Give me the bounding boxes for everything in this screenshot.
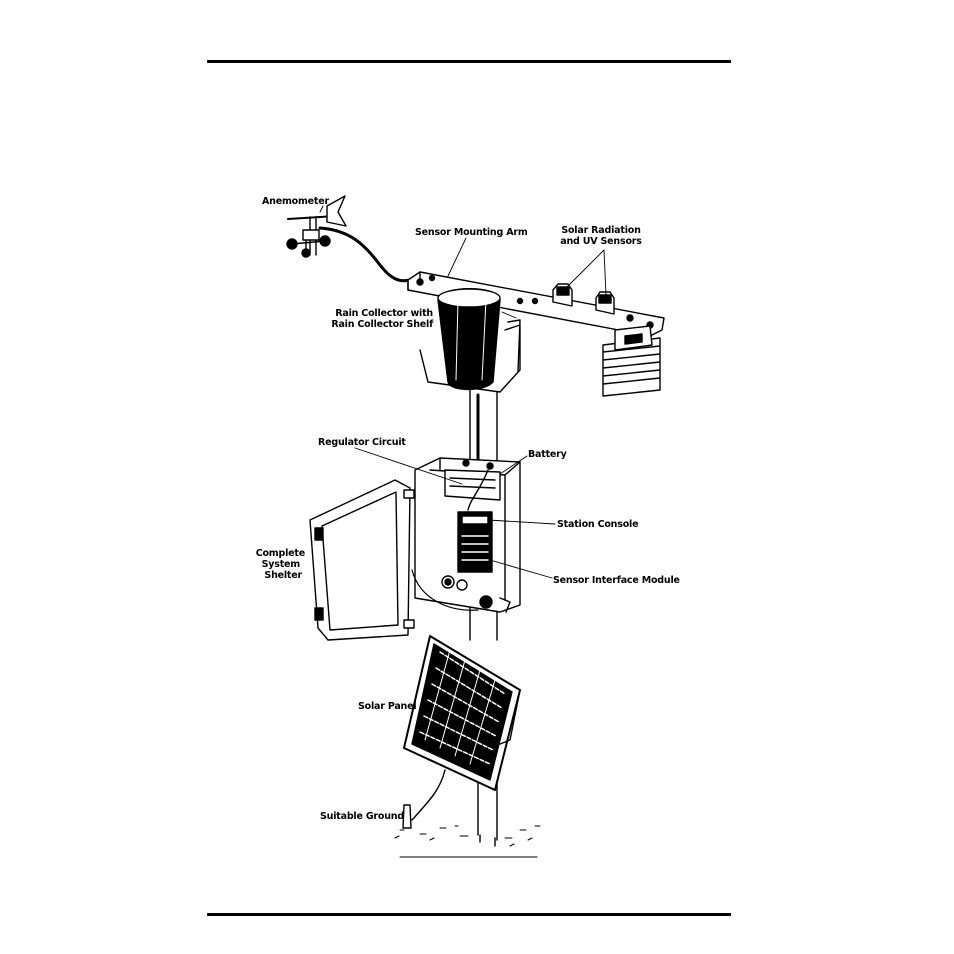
label-shelter-line1: Complete xyxy=(255,548,305,559)
label-solar-radiation-line2: and UV Sensors xyxy=(560,236,642,247)
label-shelter-line3: Shelter xyxy=(264,570,302,581)
top-rule xyxy=(207,60,731,63)
label-solar-panel: Solar Panel xyxy=(358,701,417,712)
label-sensor-interface-module: Sensor Interface Module xyxy=(553,575,680,586)
label-solar-radiation-line1: Solar Radiation xyxy=(561,225,641,236)
label-sensor-mounting-arm: Sensor Mounting Arm xyxy=(415,227,528,238)
solar-panel-device xyxy=(402,635,521,829)
ground-texture xyxy=(394,825,541,847)
label-suitable-ground: Suitable Ground xyxy=(320,811,404,822)
bottom-rule xyxy=(207,913,731,916)
label-battery: Battery xyxy=(528,449,567,460)
label-regulator-circuit: Regulator Circuit xyxy=(318,437,406,448)
label-rain-collector-line2: Rain Collector Shelf xyxy=(331,319,433,330)
mast xyxy=(469,379,498,847)
label-station-console: Station Console xyxy=(557,519,639,530)
label-anemometer: Anemometer xyxy=(262,196,329,207)
label-shelter-line2: System xyxy=(261,559,301,570)
shelter-box xyxy=(309,457,521,641)
leader-lines xyxy=(319,205,607,579)
label-rain-collector-line1: Rain Collector with xyxy=(335,308,433,319)
rain-collector-device xyxy=(419,288,521,393)
anemometer-device xyxy=(286,195,417,283)
mounting-arm xyxy=(407,271,665,397)
